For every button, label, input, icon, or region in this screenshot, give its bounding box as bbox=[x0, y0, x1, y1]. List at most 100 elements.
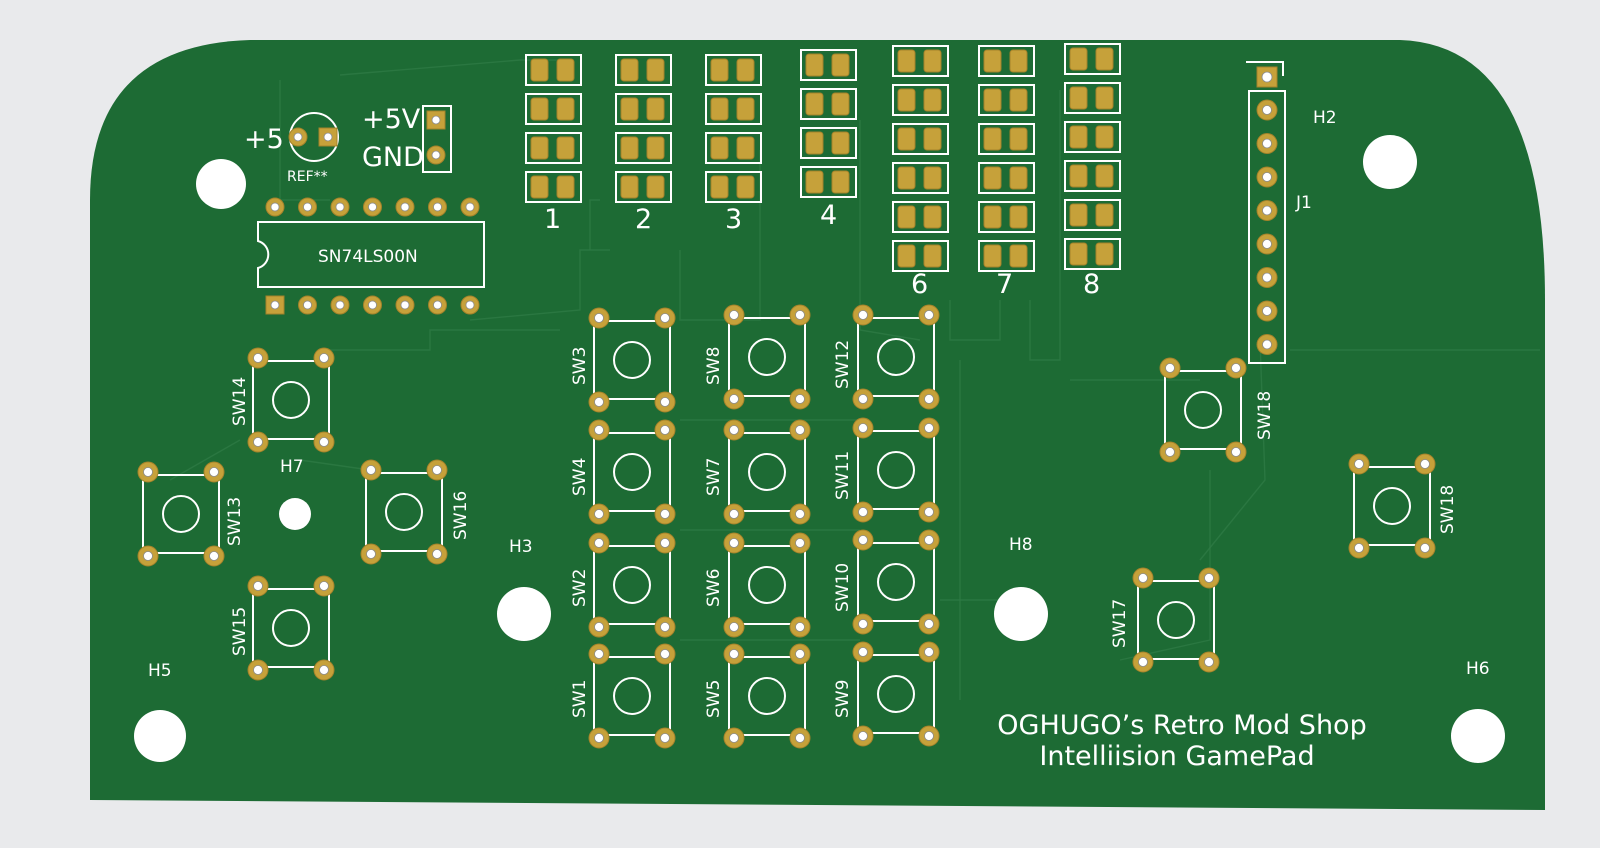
led-pad bbox=[923, 49, 942, 73]
led-outline bbox=[705, 132, 762, 164]
pad-hole bbox=[366, 549, 376, 559]
pad-hole bbox=[795, 394, 805, 404]
switch-outline bbox=[728, 317, 806, 397]
switch-actuator bbox=[1373, 487, 1411, 525]
mounting-hole-h7 bbox=[279, 498, 311, 530]
pad-hole bbox=[319, 581, 329, 591]
power-connector-outline bbox=[422, 105, 452, 173]
pad-hole bbox=[858, 619, 868, 629]
led-pad bbox=[556, 58, 575, 82]
led-group-label: 3 bbox=[725, 204, 742, 235]
mounting-hole-h2 bbox=[1363, 135, 1417, 189]
led-pad bbox=[1009, 166, 1028, 190]
pad-hole bbox=[143, 551, 153, 561]
pad-hole bbox=[368, 202, 377, 212]
pad-hole bbox=[303, 202, 312, 212]
power-pad-hole bbox=[431, 150, 441, 160]
pad-hole bbox=[660, 509, 670, 519]
led-pad bbox=[1095, 47, 1114, 71]
pad-hole bbox=[729, 394, 739, 404]
j1-outline bbox=[1248, 90, 1286, 364]
switch-actuator bbox=[748, 677, 786, 715]
led-outline bbox=[892, 240, 949, 272]
switch-actuator bbox=[613, 341, 651, 379]
pad-hole bbox=[1262, 272, 1272, 283]
pad-hole bbox=[1354, 459, 1364, 469]
led-pad bbox=[710, 97, 729, 121]
pad-hole bbox=[858, 423, 868, 433]
pad-hole bbox=[1262, 239, 1272, 249]
led-outline bbox=[978, 123, 1035, 155]
pad-hole bbox=[1420, 459, 1430, 469]
label-sw18: SW18 bbox=[1255, 391, 1275, 440]
pad-hole bbox=[319, 665, 329, 675]
led-pad bbox=[556, 175, 575, 199]
pad-hole bbox=[1138, 573, 1148, 583]
label-h5: H5 bbox=[148, 661, 172, 681]
pad-hole bbox=[1204, 657, 1214, 667]
label-ref: REF** bbox=[287, 169, 328, 185]
led-pad bbox=[897, 244, 916, 268]
led-pad bbox=[646, 136, 665, 160]
pad-hole bbox=[368, 300, 377, 310]
led-pad bbox=[1095, 203, 1114, 227]
label-plus5: +5 bbox=[244, 124, 284, 155]
pad-hole bbox=[1204, 573, 1214, 583]
pad-hole bbox=[1165, 447, 1175, 457]
label-sw4: SW4 bbox=[570, 458, 590, 496]
pad-hole bbox=[729, 425, 739, 435]
switch-actuator bbox=[385, 493, 423, 531]
led-pad bbox=[530, 175, 549, 199]
pad-hole bbox=[594, 397, 604, 407]
led-outline bbox=[705, 171, 762, 203]
mounting-hole bbox=[196, 159, 246, 209]
label-sw11: SW11 bbox=[833, 451, 853, 500]
led-outline bbox=[615, 54, 672, 86]
pad-hole bbox=[924, 647, 934, 657]
led-group-label: 2 bbox=[635, 204, 652, 235]
led-pad bbox=[1069, 47, 1088, 71]
led-outline bbox=[978, 240, 1035, 272]
pad-hole bbox=[1165, 363, 1175, 373]
connector-j1: J1 bbox=[1246, 61, 1312, 364]
led-outline bbox=[705, 93, 762, 125]
led-pad bbox=[831, 131, 850, 155]
led-outline bbox=[1064, 160, 1121, 192]
pad-hole bbox=[594, 733, 604, 743]
led-outline bbox=[615, 132, 672, 164]
label-h3: H3 bbox=[509, 537, 533, 557]
led-outline bbox=[978, 84, 1035, 116]
led-group-label: 7 bbox=[996, 269, 1013, 300]
label-sw13: SW13 bbox=[225, 497, 245, 546]
led-pad bbox=[556, 97, 575, 121]
pad-hole bbox=[270, 300, 280, 310]
copper-traces bbox=[169, 59, 1540, 700]
led-outline bbox=[525, 132, 582, 164]
mounting-hole-h6 bbox=[1451, 709, 1505, 763]
led-pad bbox=[736, 97, 755, 121]
pad-hole bbox=[660, 425, 670, 435]
pad-hole bbox=[1262, 205, 1272, 216]
label-sw17: SW17 bbox=[1110, 599, 1130, 648]
label-h6: H6 bbox=[1466, 659, 1490, 679]
pad-hole bbox=[924, 507, 934, 517]
pad-hole bbox=[795, 622, 805, 632]
led-group-label: 4 bbox=[820, 200, 837, 231]
label-sw8: SW8 bbox=[704, 347, 724, 385]
led-pad bbox=[1095, 86, 1114, 110]
switch-actuator bbox=[748, 338, 786, 376]
label-sw3: SW3 bbox=[570, 347, 590, 385]
led-pad bbox=[646, 58, 665, 82]
led-pad bbox=[897, 127, 916, 151]
pad-hole bbox=[795, 509, 805, 519]
led-pad bbox=[1009, 88, 1028, 112]
pad-hole bbox=[858, 731, 868, 741]
pad-hole bbox=[319, 353, 329, 363]
pad-hole bbox=[465, 202, 475, 212]
label-sw7: SW7 bbox=[704, 458, 724, 496]
pad-hole bbox=[729, 649, 739, 659]
switch-outline bbox=[252, 360, 330, 440]
led-outline bbox=[1064, 82, 1121, 114]
ic-pins bbox=[265, 197, 480, 315]
